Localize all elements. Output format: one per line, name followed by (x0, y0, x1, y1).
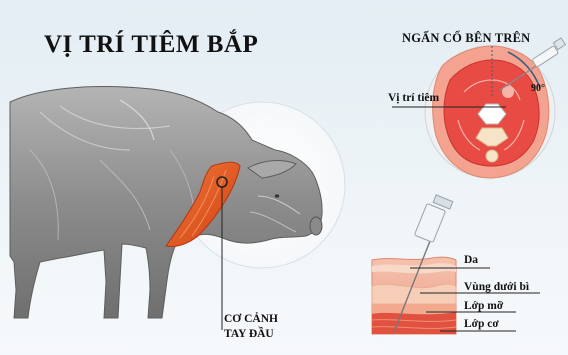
layer-label-skin: Da (464, 254, 478, 266)
neck-section-title: NGẤN CỔ BÊN TRÊN (402, 31, 530, 46)
layer-label-muscle: Lớp cơ (464, 318, 499, 330)
tissue-layers (372, 257, 456, 334)
muscle-label-line2: TAY ĐẦU (224, 328, 274, 340)
angle-label: 90° (531, 83, 545, 94)
injection-site-label: Vị trí tiêm (388, 92, 439, 104)
page-title: VỊ TRÍ TIÊM BẮP (44, 31, 258, 59)
muscle-label-line1: CƠ CẢNH (224, 313, 278, 325)
layer-label-fat: Lớp mỡ (464, 300, 503, 312)
layer-label-subcutis: Vùng dưới bì (464, 281, 529, 293)
